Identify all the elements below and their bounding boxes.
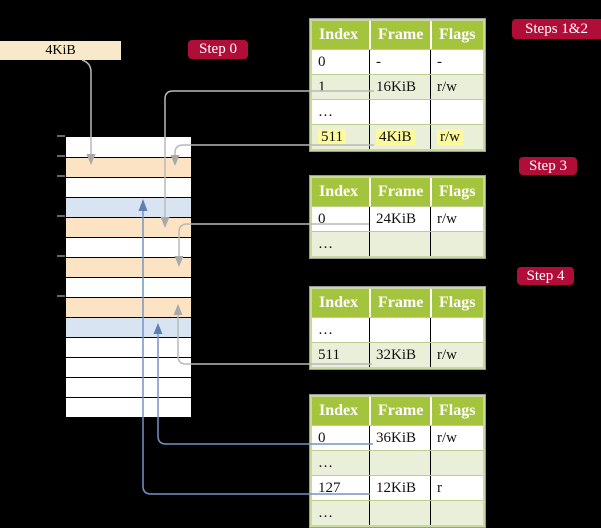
column-header-flags: Flags: [430, 289, 483, 317]
table-row: 0 24KiB r/w: [312, 206, 483, 231]
physical-memory-stack: [65, 136, 192, 418]
page-table-step-4-upper: Index Frame Flags … 511 32KiB r/w: [310, 287, 485, 369]
page-table-step-3: Index Frame Flags 0 24KiB r/w …: [310, 176, 485, 258]
step-4-badge: Step 4: [517, 267, 574, 285]
table-row: …: [312, 99, 483, 124]
column-header-frame: Frame: [369, 289, 430, 317]
column-header-index: Index: [319, 26, 359, 43]
column-header-frame: Frame: [369, 397, 430, 425]
table-header: Index Frame Flags: [312, 289, 483, 317]
column-header-index: Index: [319, 183, 359, 200]
table-header: Index Frame Flags: [312, 21, 483, 49]
table-row: 0 36KiB r/w: [312, 425, 483, 450]
table-row: …: [312, 317, 483, 342]
table-row: …: [312, 450, 483, 475]
column-header-frame: Frame: [369, 21, 430, 49]
memory-frame-8kib: [66, 177, 191, 197]
memory-frame-16kib: [66, 217, 191, 237]
table-row: 1 16KiB r/w: [312, 74, 483, 99]
step-3-badge: Step 3: [519, 157, 577, 175]
table-row: …: [312, 231, 483, 256]
memory-frame-24kib: [66, 257, 191, 277]
table-row: 127 12KiB r: [312, 475, 483, 500]
memory-frame-40kib: [66, 337, 191, 357]
table-row-highlighted: 511 4KiB r/w: [312, 124, 483, 149]
table-row: …: [312, 500, 483, 525]
column-header-flags: Flags: [430, 21, 483, 49]
table-row: 511 32KiB r/w: [312, 342, 483, 367]
column-header-flags: Flags: [430, 178, 483, 206]
memory-frame-20kib: [66, 237, 191, 257]
root-pointer-label: 4KiB: [45, 42, 76, 58]
table-row: 0 - -: [312, 49, 483, 74]
table-header: Index Frame Flags: [312, 178, 483, 206]
memory-frame-0: [66, 137, 191, 157]
column-header-frame: Frame: [369, 178, 430, 206]
page-table-step-4-lower: Index Frame Flags 0 36KiB r/w … 127 12Ki…: [310, 395, 485, 527]
column-header-index: Index: [319, 402, 359, 419]
step-0-badge: Step 0: [188, 40, 248, 59]
column-header-index: Index: [319, 294, 359, 311]
memory-frame-36kib: [66, 317, 191, 337]
root-pointer-box: 4KiB: [0, 41, 121, 60]
table-header: Index Frame Flags: [312, 397, 483, 425]
steps-1-2-badge: Steps 1&2: [512, 19, 601, 39]
memory-address-ticks: [57, 135, 65, 297]
column-header-flags: Flags: [430, 397, 483, 425]
memory-frame-32kib: [66, 297, 191, 317]
memory-frame-48kib: [66, 377, 191, 397]
memory-frame-44kib: [66, 357, 191, 377]
memory-frame-52kib: [66, 397, 191, 417]
page-table-steps-1-2: Index Frame Flags 0 - - 1 16KiB r/w … 51…: [310, 19, 485, 151]
memory-frame-28kib: [66, 277, 191, 297]
memory-frame-4kib: [66, 157, 191, 177]
memory-frame-12kib: [66, 197, 191, 217]
